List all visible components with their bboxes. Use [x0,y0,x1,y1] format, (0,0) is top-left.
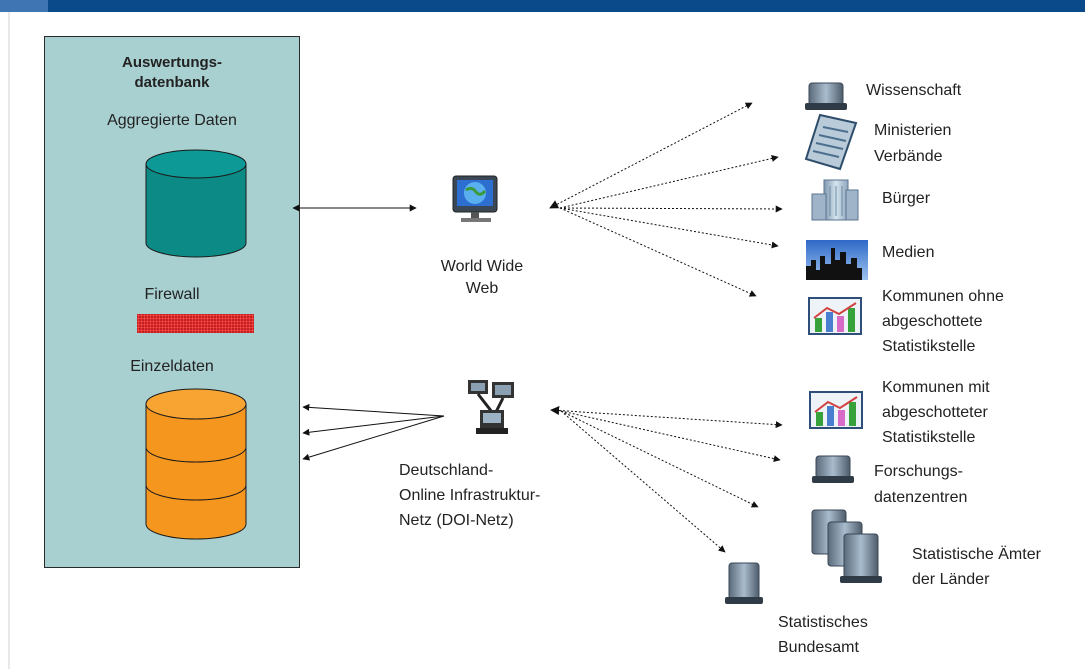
www-arrow-ministerien [559,155,779,209]
network-computers-icon [468,380,514,434]
www-arrow-medien [559,207,779,249]
target-kommunen-ohne-line1: Kommunen ohne [882,288,1004,305]
server-cluster-icon [811,509,882,583]
www-arrow-kommunen-ohne [559,207,757,297]
target-laender-line2: der Länder [912,571,990,588]
server-icon [805,82,847,110]
doi-label-line3: Netz (DOI-Netz) [399,512,514,529]
target-laender-line1: Statistische Ämter [912,546,1041,563]
building-icon [811,179,859,221]
aggregate-data-label: Aggregierte Daten [107,112,237,129]
doi-label-line1: Deutschland- [399,462,494,479]
target-kommunen-mit-line1: Kommunen mit [882,379,990,396]
header-bar [0,0,1085,12]
www-arrow-wissenschaft [549,102,753,209]
target-ministerien-line1: Ministerien [874,122,952,139]
doi-arrow-bundesamt [560,410,726,553]
doi-arrow-kommunen-mit [550,406,783,429]
chart-icon [809,391,863,429]
server-icon [725,562,763,604]
doi-label-line2: Online Infrastruktur- [399,487,541,504]
target-kommunen-ohne-line3: Statistikstelle [882,338,976,355]
detail-database-icon [145,388,247,540]
detail-data-label: Einzeldaten [130,358,214,375]
monitor-globe-icon [452,175,498,222]
target-bundesamt-line2: Bundesamt [778,639,859,656]
firewall-label: Firewall [144,286,200,303]
target-wissenschaft: Wissenschaft [866,82,962,99]
aggregate-database-icon [145,149,247,258]
www-label-line1: World Wide [440,258,524,275]
chart-icon [808,297,862,335]
doi-detail-arrow-3 [302,415,445,461]
target-forschung-line1: Forschungs- [874,463,963,480]
doi-arrow-laender [560,410,759,508]
target-kommunen-ohne-line2: abgeschottete [882,313,983,330]
target-bundesamt-line1: Statistisches [778,614,868,631]
server-icon [812,455,854,483]
www-arrow-buerger [559,205,783,213]
target-ministerien-line2: Verbände [874,148,943,165]
panel-title-line2: datenbank [134,74,210,91]
panel-title-line1: Auswertungs- [121,54,222,71]
document-icon [804,113,858,171]
target-kommunen-mit-line2: abgeschotteter [882,404,988,421]
target-medien: Medien [882,244,935,261]
doi-detail-arrow-1 [302,403,445,417]
skyline-icon [806,240,868,280]
www-label-line2: Web [465,280,499,297]
doi-arrow-forschung [560,410,781,463]
header-tab [0,0,48,12]
doi-detail-arrow-2 [302,415,445,436]
target-buerger: Bürger [882,190,931,207]
target-kommunen-mit-line3: Statistikstelle [882,429,976,446]
firewall-bar [137,314,254,333]
target-forschung-line2: datenzentren [874,489,968,506]
left-margin-line [8,12,10,669]
